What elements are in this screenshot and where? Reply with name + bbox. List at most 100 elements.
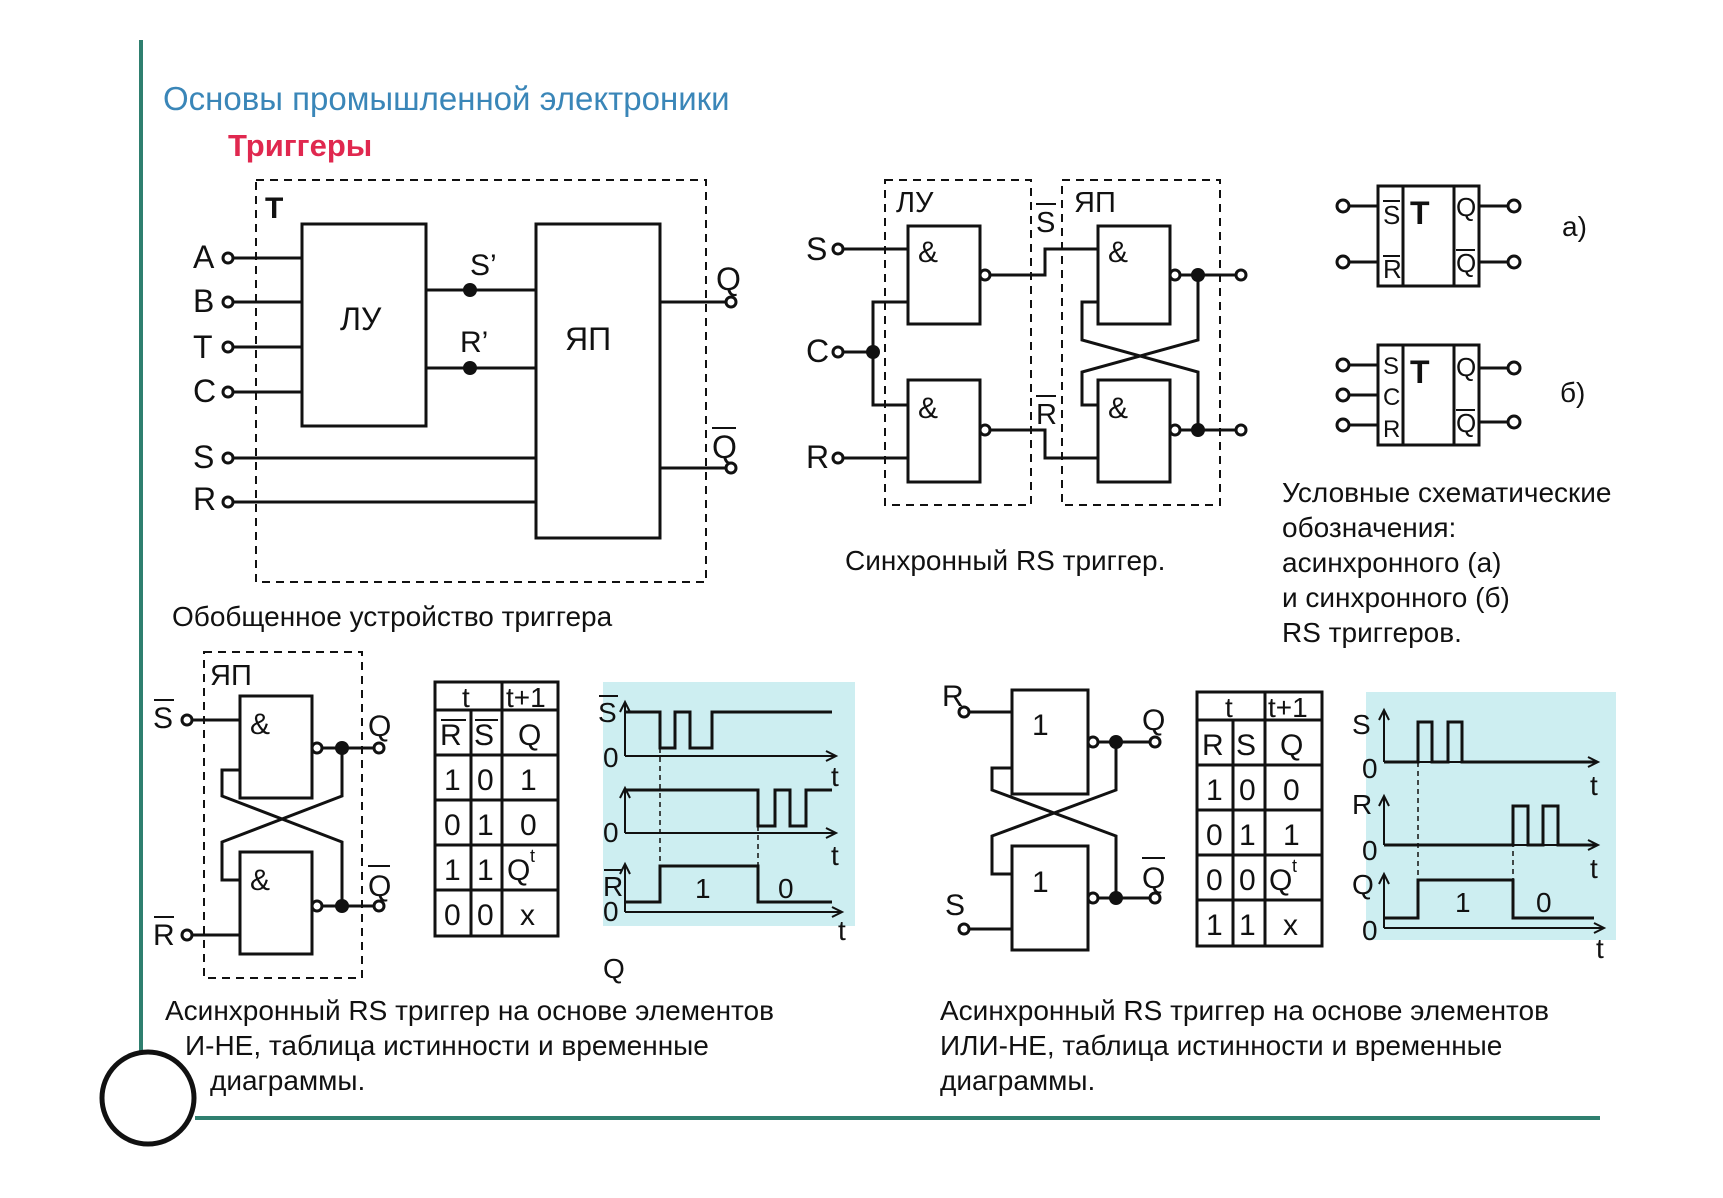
nor-th-q: Q [1280,729,1303,762]
nor-th-r: R [1202,729,1224,762]
general-input-s: S [193,439,214,475]
nand-cell: 1 [477,854,494,887]
symbol-a-qbar: Q [1456,248,1476,278]
nand-out-q: Q [368,710,391,743]
nand-diag-zero: 0 [603,742,619,773]
nor-cell: 0 [1206,819,1223,852]
general-input-wires [221,251,738,509]
sync-rbar-label: R [1036,399,1057,431]
nand-diag-r: R [603,871,623,902]
general-input-a: A [193,239,215,275]
nor-caption-3: диаграммы. [940,1065,1095,1096]
nor-cell: 0 [1239,864,1256,897]
nor-cell: 1 [1206,909,1223,942]
nor-cell: 1 [1239,909,1256,942]
nand-caption-3: диаграммы. [210,1065,365,1096]
symbols-caption-5: RS триггеров. [1282,617,1462,648]
nor-diag-t: t [1596,933,1604,964]
symbols-caption-2: обозначения: [1282,512,1456,543]
nand-cell: 0 [477,899,494,932]
nand-caption-1: Асинхронный RS триггер на основе элемент… [165,995,774,1026]
nor-cell: 0 [1206,864,1223,897]
nand-cell: 0 [477,764,494,797]
nor-diag-zero: 0 [1362,753,1378,784]
nand-diag-one: 1 [695,873,711,904]
frame-corner-circle [99,1049,197,1147]
general-out-qbar: Q [712,429,737,465]
page-title: Основы промышленной электроники [163,80,730,117]
nand-yap-label: ЯП [210,660,252,692]
nand-th-t1: t+1 [506,682,546,713]
symbol-a-q: Q [1456,192,1476,222]
nor-cell: 0 [1239,774,1256,807]
symbol-a-s: S [1383,200,1400,230]
sync-yap-label: ЯП [1074,187,1116,219]
nand-cell: Q [507,854,530,887]
nor-cell: 1 [1206,774,1223,807]
nor-input-s: S [945,889,965,922]
general-s-prime: S’ [470,249,497,282]
nand-cell: 0 [520,809,537,842]
nor-trigger: 1 1 R S Q Q t t+1 [940,680,1616,1096]
nor-diag-zero: 0 [1362,835,1378,866]
general-trigger: T ЛУ ЯП A B T C S R S’ R’ Q Q Обобщенное… [172,179,741,632]
general-input-t: T [193,329,213,365]
symbol-b-qbar: Q [1456,408,1476,438]
nor-diag-t: t [1590,853,1598,884]
nand-th-s: S [474,719,494,752]
nand-cell: x [520,899,535,932]
sync-gate-4-label: & [1108,392,1128,425]
symbol-b-r: R [1383,416,1400,443]
nor-cell: 0 [1283,774,1300,807]
nand-diag-zero-q: 0 [778,873,794,904]
sync-input-r: R [806,439,829,475]
symbol-b-t: T [1410,354,1430,390]
symbol-b-box [1376,343,1481,447]
sync-gate-1-label: & [918,236,938,269]
nand-out-qbar: Q [368,870,391,903]
nor-out-qbar: Q [1142,862,1165,895]
nand-diag-t: t [831,840,839,871]
general-yap-block [534,222,662,540]
nor-caption-2: ИЛИ-НЕ, таблица истинности и временные [940,1030,1502,1061]
sync-lu-frame [884,179,1032,506]
nand-cell: 1 [520,764,537,797]
sync-yap-frame [1061,179,1221,506]
nor-gate-1 [1010,688,1090,796]
nor-gate-2-label: 1 [1032,866,1049,899]
symbols-caption-3: асинхронного (а) [1282,547,1502,578]
nand-gate-2-label: & [250,864,270,897]
general-lu-block [300,222,428,428]
symbol-b-c: C [1383,384,1400,411]
nor-cell-sup: t [1292,856,1297,876]
sync-gate-3-label: & [1108,236,1128,269]
nand-timing-bg [603,682,855,926]
nand-th-r: R [440,719,462,752]
symbol-b-s: S [1383,353,1399,380]
nand-th-q: Q [518,719,541,752]
nor-cell: 1 [1239,819,1256,852]
nor-diag-zero: 0 [1362,915,1378,946]
general-t-label: T [265,192,283,225]
nand-wires [180,713,386,942]
nor-cell: Q [1269,864,1292,897]
nor-gate-2 [1010,844,1090,952]
nand-cell: 1 [444,854,461,887]
sync-input-c: C [806,333,829,369]
general-r-prime: R’ [460,326,488,359]
nand-timing-diagram [619,699,845,918]
sync-gate-3 [1096,224,1172,326]
symbols-caption-1: Условные схематические [1282,477,1612,508]
nand-cell-sup: t [530,846,535,866]
nand-diag-t: t [838,915,846,946]
nand-th-t: t [462,682,470,713]
nand-diag-zero: 0 [603,896,619,927]
symbol-a-label: а) [1562,211,1587,242]
nand-input-s: S [153,702,173,735]
symbol-a-t: T [1410,195,1430,231]
symbol-b-label: б) [1560,377,1585,408]
nor-th-t: t [1225,692,1233,723]
nand-diag-t: t [831,761,839,792]
nand-cell: 0 [444,899,461,932]
